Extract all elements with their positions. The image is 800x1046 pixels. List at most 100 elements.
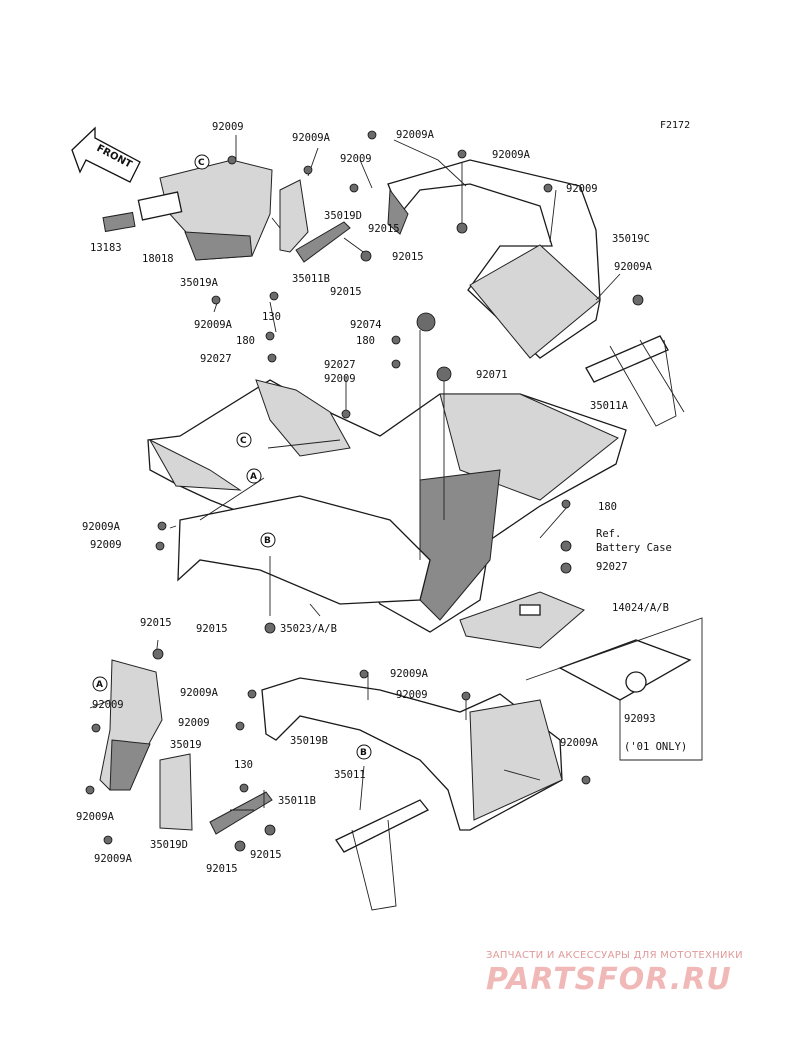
bolt-icon xyxy=(632,294,644,306)
watermark-subtitle: ЗАПЧАСТИ И АКСЕССУАРЫ ДЛЯ МОТОТЕХНИКИ xyxy=(486,950,743,961)
rear-fender-main-part xyxy=(147,379,627,633)
part-label: 35011B xyxy=(292,273,330,285)
bolt-icon xyxy=(157,521,167,531)
bolt-icon xyxy=(416,312,436,332)
ref-circle-a-lower: A xyxy=(92,676,108,692)
part-label: 92009A xyxy=(492,149,531,161)
part-label: 92027 xyxy=(200,353,232,365)
bolt-icon xyxy=(269,291,279,301)
bolt-icon xyxy=(247,689,257,699)
bolt-icon xyxy=(211,295,221,305)
bolt-icon xyxy=(561,499,571,509)
bolt-icon xyxy=(391,335,401,345)
part-label: 180 xyxy=(598,501,617,513)
part-label: 35011 xyxy=(334,769,366,781)
part-label: 35011A xyxy=(590,400,629,412)
bolt-icon xyxy=(265,331,275,341)
bracket-35019d-part xyxy=(279,179,351,263)
part-label: 92015 xyxy=(250,849,282,861)
part-label: 92009A xyxy=(180,687,219,699)
part-label: 92015 xyxy=(206,863,238,875)
bolt-icon xyxy=(264,622,276,634)
bracket-35011a-part xyxy=(585,335,685,427)
part-label: 92009 xyxy=(90,539,122,551)
part-label: 92015 xyxy=(330,286,362,298)
gasket-92093-part xyxy=(558,639,692,701)
part-label: 35019B xyxy=(290,735,328,747)
bolt-icon xyxy=(267,353,277,363)
svg-text:B: B xyxy=(264,536,271,546)
part-label: 92015 xyxy=(196,623,228,635)
part-label: 92009 xyxy=(566,183,598,195)
bolt-icon xyxy=(360,250,372,262)
part-label: 92009 xyxy=(92,699,124,711)
part-label: 92009A xyxy=(396,129,435,141)
bolt-icon xyxy=(234,840,246,852)
part-label: 18018 xyxy=(142,253,174,265)
leader-lines xyxy=(89,135,621,811)
bolt-icon xyxy=(103,835,113,845)
bolt-icon xyxy=(235,721,245,731)
bolt-icon xyxy=(349,183,359,193)
part-label: 13183 xyxy=(90,242,122,254)
part-label: 180 xyxy=(236,335,255,347)
callout-box-01-only xyxy=(525,617,703,761)
rear-fender-lower-35019b-part xyxy=(261,677,563,831)
bolt-icon xyxy=(155,541,165,551)
side-cover-35019-part xyxy=(99,659,163,791)
bolt-icon xyxy=(85,785,95,795)
part-label: 92093 xyxy=(624,713,656,725)
svg-text:B: B xyxy=(360,748,367,758)
part-label: 92015 xyxy=(368,223,400,235)
svg-text:C: C xyxy=(240,436,247,446)
part-label: 92027 xyxy=(324,359,356,371)
bolt-icon xyxy=(239,783,249,793)
part-label: 35019D xyxy=(324,210,362,222)
ref-circle-c-top: C xyxy=(194,154,210,170)
part-label: 92009 xyxy=(396,689,428,701)
ref-circle-b-lower: B xyxy=(356,744,372,760)
part-label: ('01 ONLY) xyxy=(624,741,687,753)
bolt-icon xyxy=(543,183,553,193)
bolt-icon xyxy=(581,775,591,785)
part-label: 35019D xyxy=(150,839,188,851)
reference-markers: C C A B A B xyxy=(92,154,372,760)
watermark-brand: PARTSFOR.RU xyxy=(486,962,732,997)
part-label: 180 xyxy=(356,335,375,347)
part-label: 92009A xyxy=(94,853,133,865)
svg-text:C: C xyxy=(198,158,205,168)
ref-circle-c-mid: C xyxy=(236,432,252,448)
part-label: 92009 xyxy=(212,121,244,133)
part-label: 92009A xyxy=(292,132,331,144)
part-label: 92009A xyxy=(390,668,429,680)
part-label: 130 xyxy=(234,759,253,771)
front-arrow-icon: FRONT xyxy=(71,126,141,183)
part-label: 92015 xyxy=(140,617,172,629)
part-label: 92015 xyxy=(392,251,424,263)
figure-code: F2172 xyxy=(660,120,691,131)
bracket-35019d-lower-part xyxy=(159,753,273,835)
part-label: 14024/A/B xyxy=(612,602,669,614)
battery-case-cover-part xyxy=(459,591,585,649)
bracket-35011-part xyxy=(335,799,430,911)
bolt-icon xyxy=(91,723,101,733)
part-label: 35019 xyxy=(170,739,202,751)
bolt-icon xyxy=(367,130,377,140)
bolt-icon xyxy=(359,669,369,679)
part-label: 92074 xyxy=(350,319,382,331)
part-label: 92009 xyxy=(324,373,356,385)
part-label: 35019C xyxy=(612,233,650,245)
fasteners xyxy=(85,130,644,852)
bolt-icon xyxy=(457,149,467,159)
bolt-icon xyxy=(152,648,164,660)
svg-text:A: A xyxy=(250,472,257,482)
part-number-labels: 92009 92009A 92009A 92009 92009A 92009 1… xyxy=(76,121,687,875)
part-label: 92009A xyxy=(614,261,653,273)
part-label: 92009A xyxy=(560,737,599,749)
ref-circle-a-mid: A xyxy=(246,468,262,484)
part-label: 35011B xyxy=(278,795,316,807)
part-label: 35019A xyxy=(180,277,219,289)
part-label: Ref. xyxy=(596,528,621,540)
